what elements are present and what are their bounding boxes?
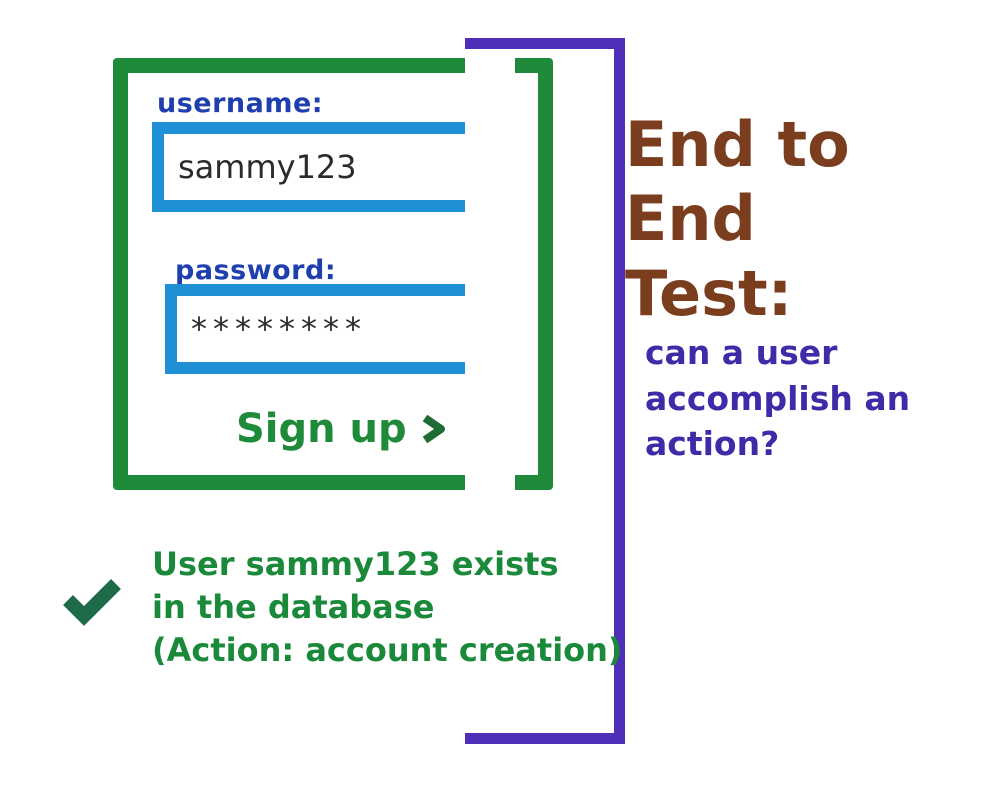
username-value: sammy123 [178, 148, 357, 186]
username-label: username: [157, 88, 324, 119]
password-label: password: [175, 255, 337, 286]
chevron-right-icon [421, 408, 447, 454]
checkmark-icon [62, 576, 124, 632]
signup-form [113, 58, 553, 490]
question-text: can a user accomplish an action? [645, 333, 911, 464]
username-input[interactable]: sammy123 [152, 122, 494, 212]
page-title: End to End Test: [625, 108, 850, 330]
password-value: ******** [191, 310, 367, 348]
result-text: User sammy123 exists in the database (Ac… [152, 545, 623, 670]
signup-label: Sign up [236, 406, 407, 452]
bracket-divider [465, 38, 625, 744]
password-input[interactable]: ******** [165, 284, 500, 374]
signup-button[interactable]: Sign up [236, 406, 447, 454]
